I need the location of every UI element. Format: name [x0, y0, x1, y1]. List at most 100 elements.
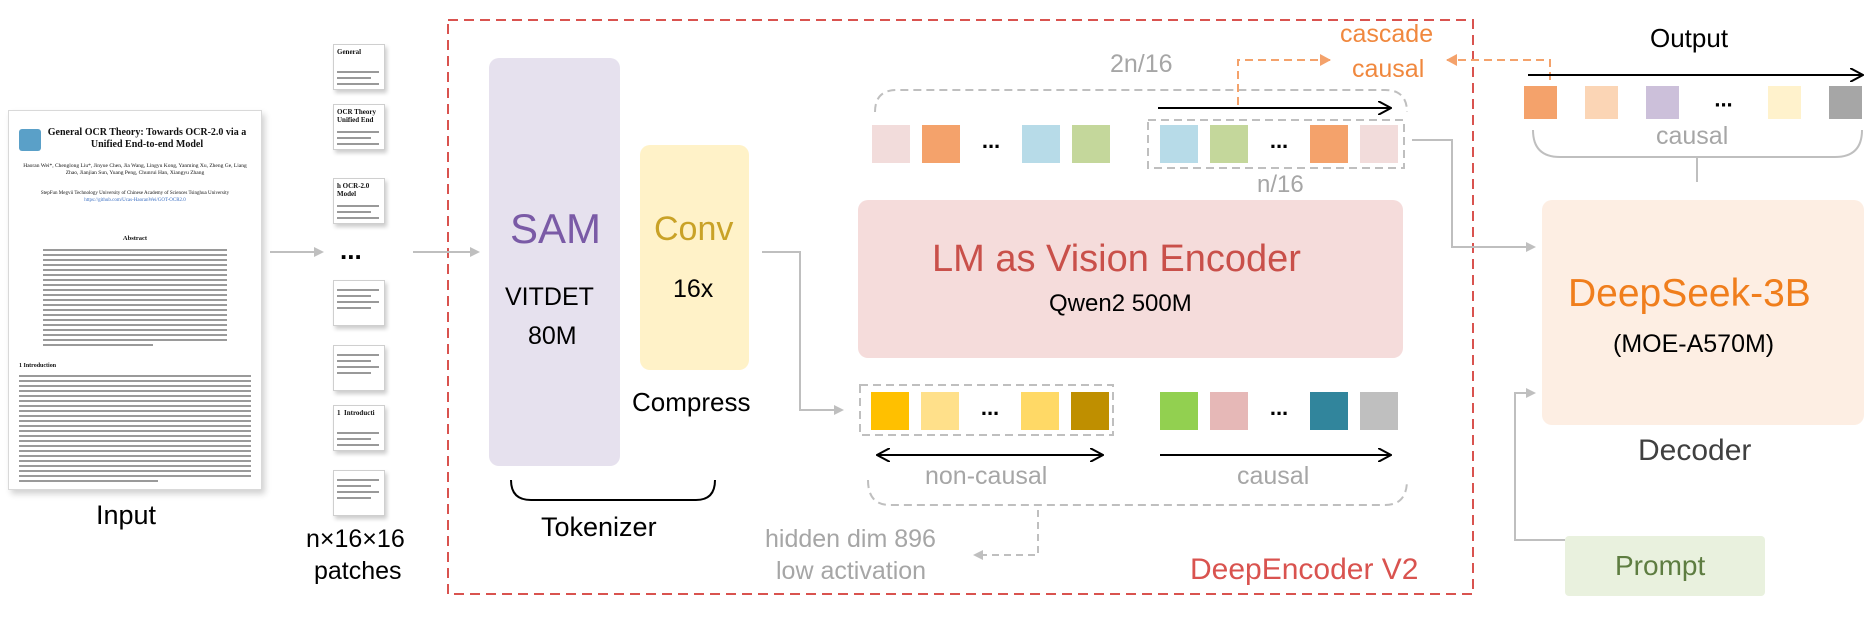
patch-line	[337, 485, 371, 487]
bottom-right-token	[1160, 392, 1198, 430]
decoder-subtitle: (MOE-A570M)	[1613, 330, 1775, 358]
text-line	[19, 400, 251, 402]
patch-line	[337, 432, 379, 434]
text-line	[43, 334, 227, 336]
input-label: Input	[96, 500, 157, 530]
patch-line	[337, 205, 379, 207]
patch-line	[337, 131, 379, 133]
patch-thumbnail: OCR Theory Unified End	[333, 104, 385, 150]
hidden-dim-connector	[973, 510, 1039, 560]
label-2n16: 2n/16	[1110, 50, 1173, 78]
output-token	[1768, 86, 1801, 119]
text-line	[43, 344, 154, 346]
top-right-token	[1210, 125, 1248, 163]
tokenizer-label: Tokenizer	[541, 512, 657, 542]
text-line	[43, 274, 227, 276]
sam-line2: 80M	[528, 322, 577, 350]
arrow-prompt-to-decoder	[1514, 388, 1565, 541]
text-line	[19, 380, 251, 382]
decoder-box	[1542, 200, 1864, 425]
text-line	[43, 324, 227, 326]
text-line	[43, 314, 227, 316]
patch-line	[337, 354, 379, 356]
arrow-conv-to-tokens	[762, 251, 844, 415]
patch-line	[337, 83, 379, 85]
label-noncausal: non-causal	[925, 462, 1048, 490]
text-line	[43, 264, 227, 266]
text-line	[43, 254, 227, 256]
bottom-left-token	[871, 392, 909, 430]
text-line	[19, 415, 251, 417]
sam-box	[489, 58, 620, 466]
conv-factor: 16x	[673, 275, 714, 303]
output-token	[1646, 86, 1679, 119]
text-line	[19, 410, 251, 412]
patch-line	[337, 366, 379, 368]
text-line	[19, 420, 251, 422]
top-right-tokens-frame	[1147, 119, 1405, 169]
cascade-arrow-right	[1446, 54, 1551, 80]
document-authors: Haoran Wei*, Chenglong Liu*, Jinyue Chen…	[23, 163, 247, 177]
text-line	[43, 294, 227, 296]
patch-line	[337, 497, 371, 499]
text-line	[19, 425, 251, 427]
patches-label-line2: patches	[314, 557, 402, 585]
patch-thumbnail	[333, 280, 385, 326]
top-tokens-bracket	[874, 89, 1408, 113]
patch-line	[337, 143, 379, 145]
top-right-token	[1160, 125, 1198, 163]
text-line	[19, 450, 251, 452]
document-abstract-heading: Abstract	[122, 235, 148, 242]
text-line	[19, 445, 251, 447]
hidden-dim-line2: low activation	[776, 557, 927, 585]
text-line	[43, 319, 227, 321]
deepencoder-title: DeepEncoder V2	[1190, 553, 1419, 586]
label-causal: causal	[1237, 462, 1310, 490]
text-line	[43, 289, 227, 291]
text-line	[43, 309, 227, 311]
text-line	[19, 465, 251, 467]
document-abstract-body	[43, 249, 227, 349]
patch-line	[337, 217, 379, 219]
text-line	[19, 390, 251, 392]
token-ellipsis: ...	[1714, 87, 1732, 112]
token-ellipsis: ...	[981, 395, 999, 420]
top-right-token	[1310, 125, 1348, 163]
patch-line	[337, 211, 371, 213]
patch-line	[337, 479, 379, 481]
paper-logo-icon	[19, 129, 41, 151]
text-line	[19, 475, 251, 477]
text-line	[43, 284, 227, 286]
prompt-box	[1565, 536, 1765, 596]
text-line	[19, 460, 251, 462]
bottom-right-token	[1310, 392, 1348, 430]
lm-subtitle: Qwen2 500M	[1049, 290, 1192, 317]
cascade-line2: causal	[1352, 55, 1425, 83]
document-affiliation: StepFun Megvii Technology University of …	[23, 191, 247, 204]
patch-thumbnail: 1 Introducti	[333, 405, 385, 451]
bottom-tokens-bracket	[867, 479, 1408, 506]
patch-text: 1 Introducti	[337, 409, 375, 417]
output-token	[1524, 86, 1557, 119]
deepencoder-frame	[447, 19, 1474, 595]
top-left-token	[1022, 125, 1060, 163]
conv-box	[640, 145, 749, 370]
label-n16: n/16	[1257, 171, 1304, 198]
decoder-label: Decoder	[1638, 434, 1752, 467]
text-line	[19, 470, 251, 472]
text-line	[43, 339, 227, 341]
text-line	[19, 435, 251, 437]
document-affiliation-text: StepFun Megvii Technology University of …	[40, 191, 230, 196]
patch-line	[337, 491, 379, 493]
lm-title: LM as Vision Encoder	[932, 238, 1301, 280]
text-line	[19, 405, 251, 407]
patch-line	[337, 360, 371, 362]
patch-text: h OCR-2.0 Model	[337, 182, 370, 198]
patch-thumbnail	[333, 345, 385, 391]
cascade-arrow-left	[1237, 54, 1331, 105]
patch-line	[337, 77, 371, 79]
token-groups: ...............	[871, 86, 1862, 430]
token-ellipsis: ...	[982, 128, 1000, 153]
top-left-token	[922, 125, 960, 163]
